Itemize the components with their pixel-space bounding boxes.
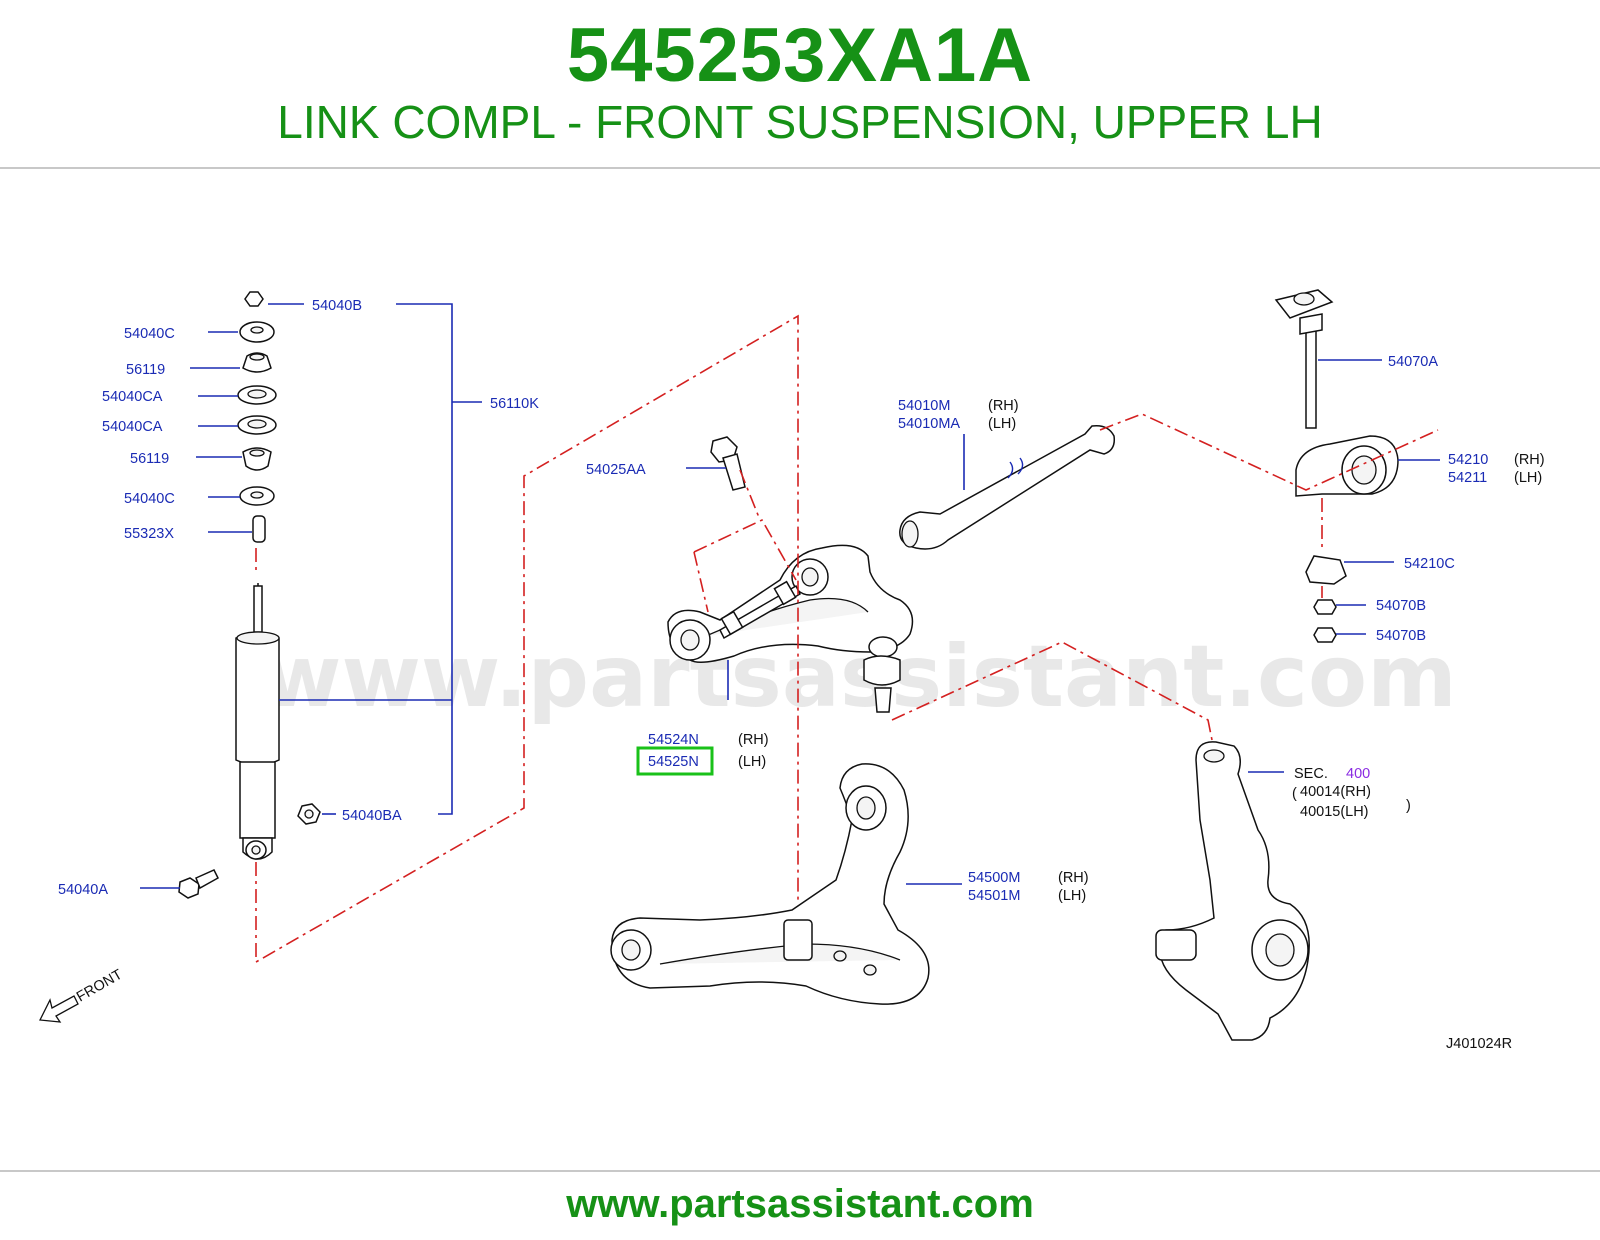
label-54010M: 54010M — [898, 398, 950, 414]
label-54070B-2: 54070B — [1376, 628, 1426, 644]
label-54010MA-lh: (LH) — [988, 416, 1016, 432]
label-56119-top: 56119 — [126, 362, 165, 378]
label-54524N-rh: (RH) — [738, 732, 769, 748]
label-54500M-rh: (RH) — [1058, 870, 1089, 886]
label-56110K: 56110K — [490, 396, 539, 412]
label-54501M-lh: (LH) — [1058, 888, 1086, 904]
shock-body-shape — [235, 632, 280, 766]
label-40015: 40015(LH) — [1300, 804, 1369, 820]
upper-link-assembly — [667, 436, 914, 713]
part-description: LINK COMPL - FRONT SUSPENSION, UPPER LH — [277, 96, 1323, 148]
label-sec-number: 400 — [1346, 766, 1370, 782]
label-54210C: 54210C — [1404, 556, 1455, 572]
front-direction-indicator: FRONT — [38, 967, 125, 1023]
bolt-54025AA-shape — [710, 436, 746, 491]
part-number-title: 545253XA1A — [566, 13, 1034, 98]
header-divider — [0, 167, 1600, 169]
bracket-open: ( — [1292, 786, 1297, 802]
centerlines — [255, 314, 1439, 964]
sleeve-55323X-shape — [252, 515, 266, 543]
label-54070A: 54070A — [1388, 354, 1438, 370]
label-56119-bottom: 56119 — [130, 451, 169, 467]
tension-rod-54010MA-shape — [899, 424, 1116, 550]
footer-url-link[interactable]: www.partsassistant.com — [566, 1182, 1034, 1226]
label-54211: 54211 — [1448, 470, 1487, 486]
stabilizer-link-assembly — [1274, 289, 1399, 643]
lower-arm-54501M-shape — [610, 763, 930, 1005]
label-54040A: 54040A — [58, 882, 108, 898]
diagram-code: J401024R — [1446, 1036, 1512, 1052]
bracket-close: ) — [1406, 798, 1411, 814]
nut-54070B-1-shape — [1313, 599, 1337, 615]
label-54525N: 54525N — [648, 754, 699, 770]
label-54211-lh: (LH) — [1514, 470, 1542, 486]
label-54040BA: 54040BA — [342, 808, 402, 824]
bracket-54210C-shape — [1305, 555, 1347, 585]
front-label: FRONT — [74, 967, 125, 1006]
callout-labels: 54040B 54040C 56119 54040CA 54040CA 5611… — [58, 298, 1545, 1052]
label-54070B-1: 54070B — [1376, 598, 1426, 614]
label-54040CA-2: 54040CA — [102, 419, 163, 435]
label-54025AA: 54025AA — [586, 462, 646, 478]
front-arrow-icon — [38, 995, 79, 1023]
label-54040B: 54040B — [312, 298, 362, 314]
label-40014: 40014(RH) — [1300, 784, 1371, 800]
nut-54040B-shape — [244, 291, 264, 307]
label-54501M: 54501M — [968, 888, 1020, 904]
label-54010M-rh: (RH) — [988, 398, 1019, 414]
label-54524N: 54524N — [648, 732, 699, 748]
label-54210-rh: (RH) — [1514, 452, 1545, 468]
page-header: 545253XA1A LINK COMPL - FRONT SUSPENSION… — [0, 0, 1600, 168]
label-54210: 54210 — [1448, 452, 1488, 468]
knuckle-40015-shape — [1155, 741, 1310, 1041]
label-54010MA: 54010MA — [898, 416, 960, 432]
label-54040CA-1: 54040CA — [102, 389, 163, 405]
label-54040C-top: 54040C — [124, 326, 175, 342]
label-54040C-bottom: 54040C — [124, 491, 175, 507]
bolt-54040A-shape — [178, 869, 219, 899]
label-sec: SEC. — [1294, 766, 1328, 782]
leader-lines — [140, 303, 1440, 889]
label-54525N-lh: (LH) — [738, 754, 766, 770]
shock-absorber-assembly — [178, 291, 321, 899]
footer-divider — [0, 1170, 1600, 1172]
label-55323X: 55323X — [124, 526, 174, 542]
label-54500M: 54500M — [968, 870, 1020, 886]
nut-54070B-2-shape — [1313, 627, 1337, 643]
highlight-box-54525N — [636, 746, 714, 776]
